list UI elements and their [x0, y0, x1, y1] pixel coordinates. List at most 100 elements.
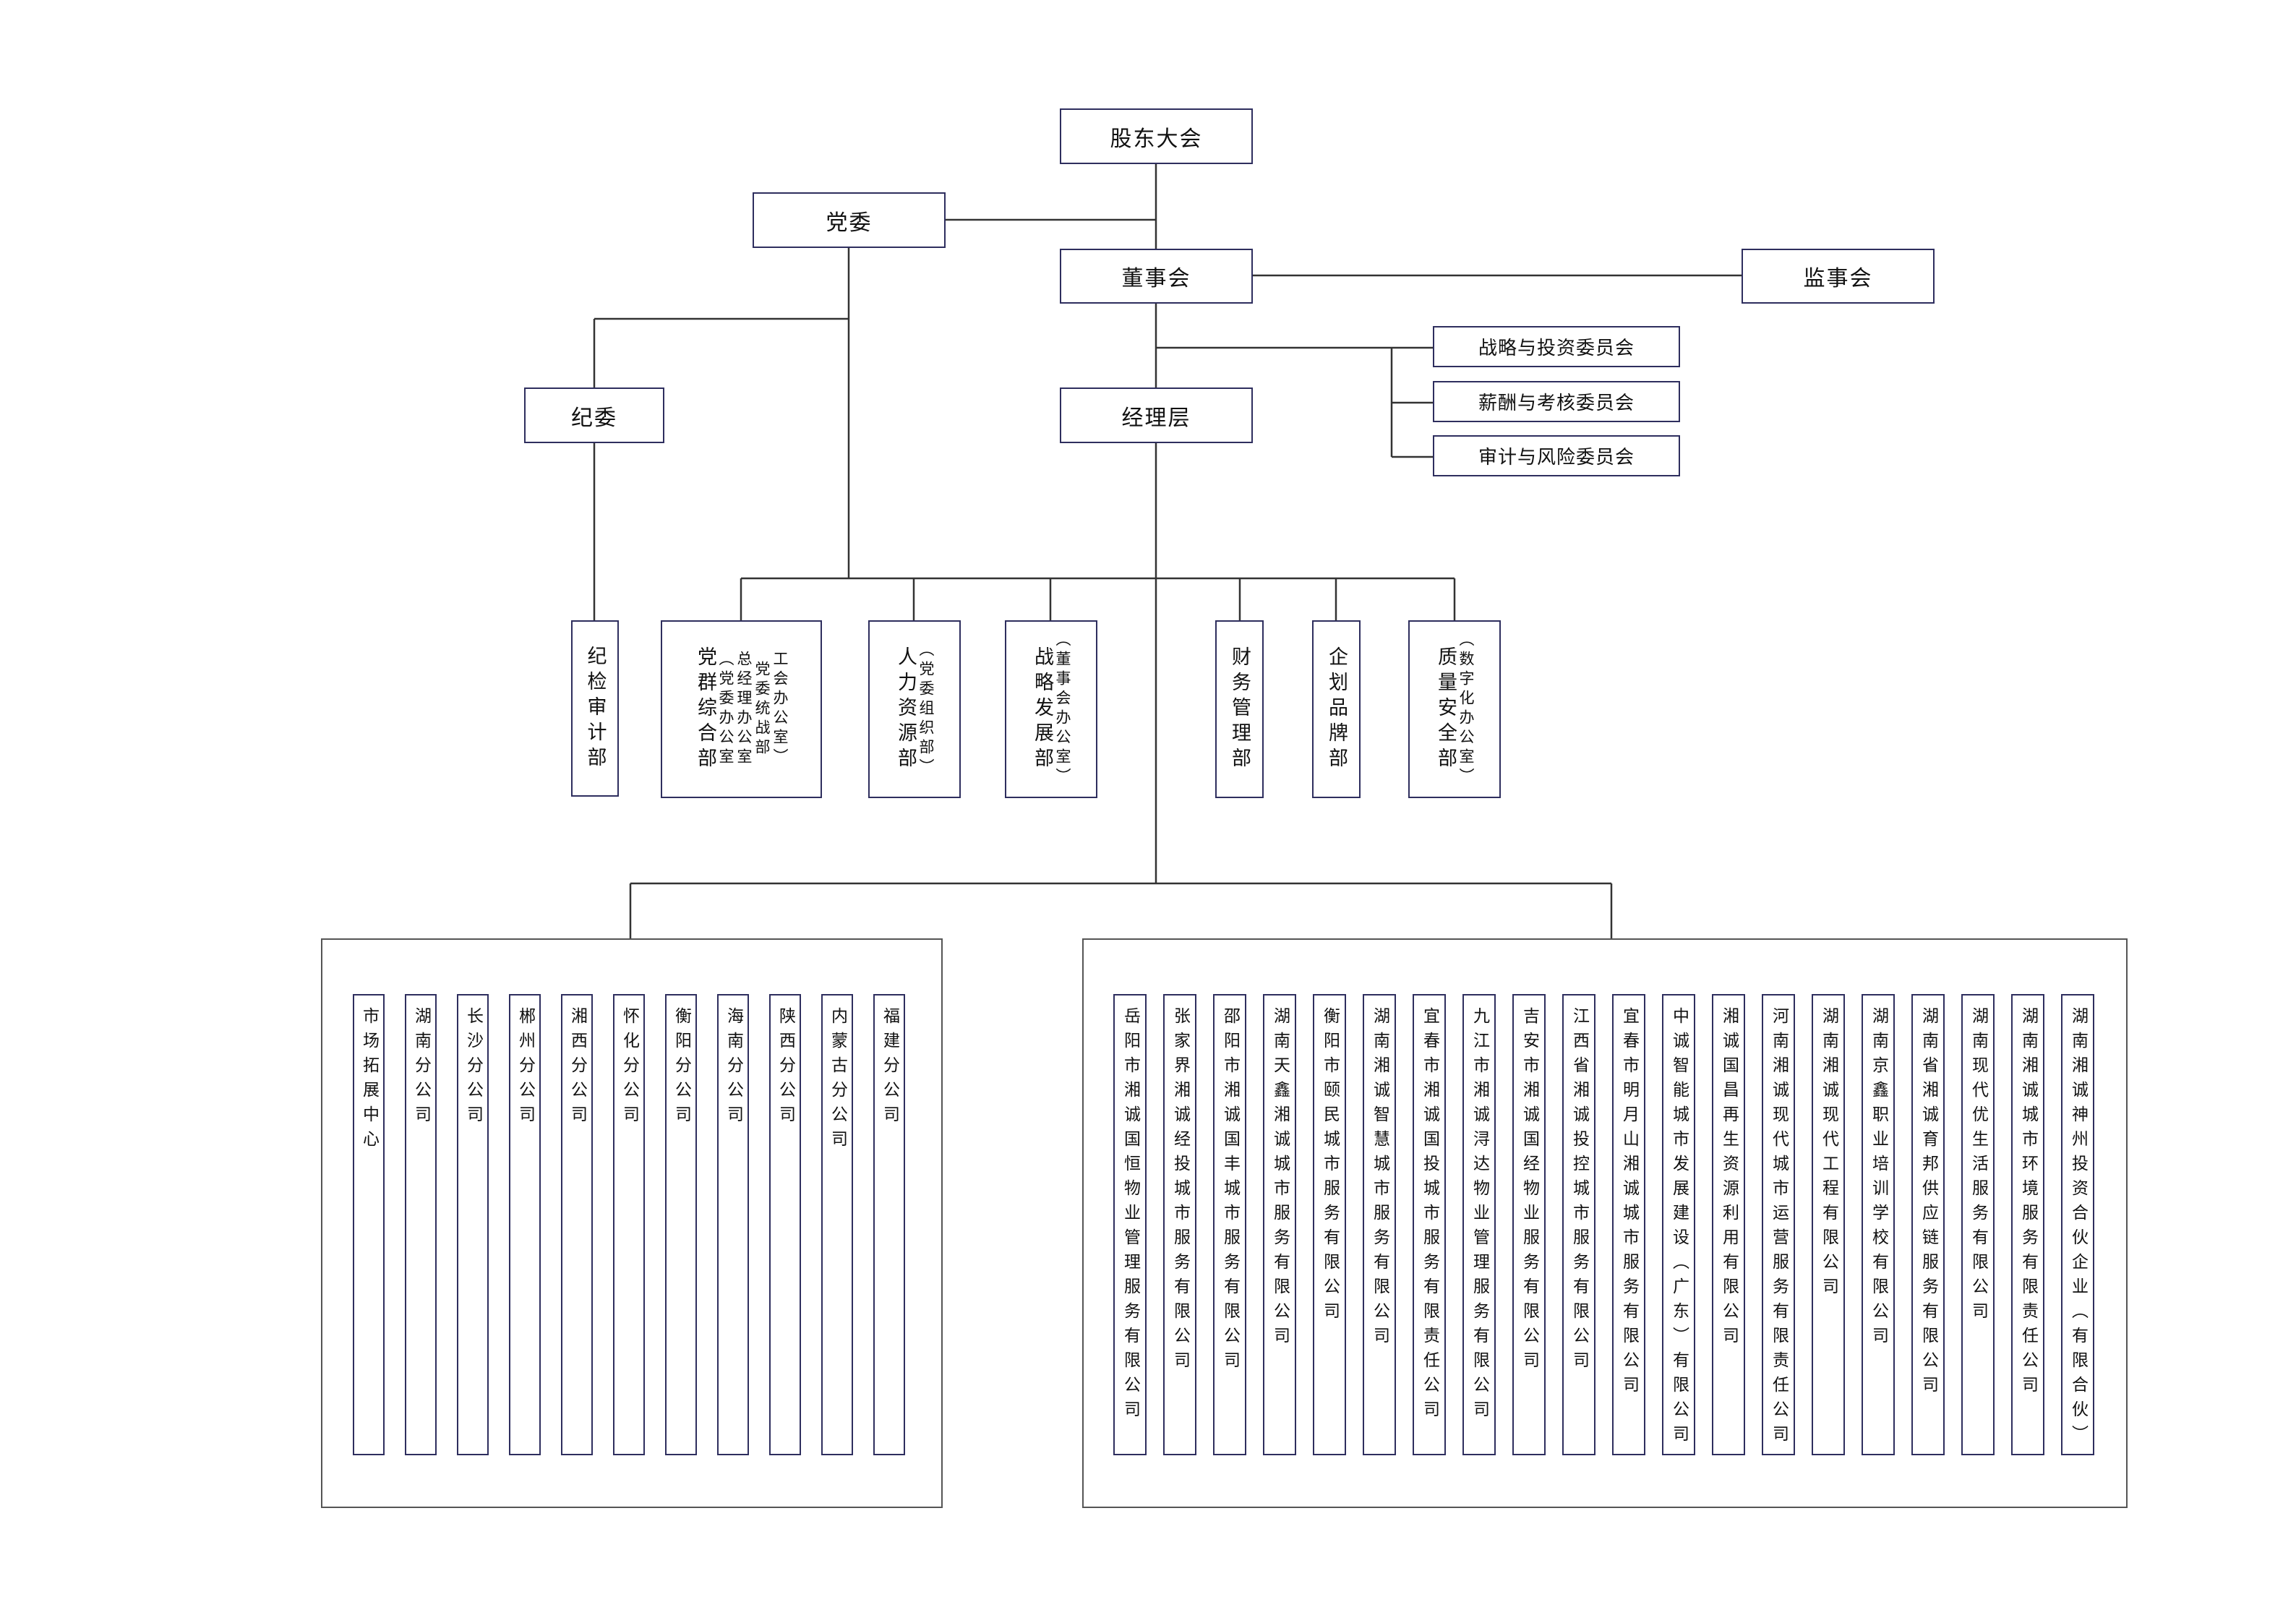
dept-main-label: 战略发展部 — [1031, 646, 1053, 773]
branch-label: 衡阳分公司 — [672, 1007, 691, 1130]
subsidiary-label: 张家界湘诚经投城市服务有限公司 — [1170, 1007, 1190, 1376]
branch-box: 长沙分公司 — [457, 994, 489, 1455]
dept-strategy-box: （董事会办公室） 战略发展部 — [1005, 620, 1097, 798]
branch-box: 海南分公司 — [717, 994, 749, 1455]
branch-box: 郴州分公司 — [509, 994, 541, 1455]
dept-hr-box: （党委组织部） 人力资源部 — [868, 620, 961, 798]
branch-box: 怀化分公司 — [613, 994, 645, 1455]
dept-sub-label: 党委统战部 — [753, 660, 771, 758]
dept-sub-label: （董事会办公室） — [1054, 631, 1071, 787]
party-committee-box: 党委 — [753, 192, 946, 248]
subsidiary-box: 湖南湘诚现代工程有限公司 — [1812, 994, 1845, 1455]
branch-label: 内蒙古分公司 — [828, 1007, 847, 1155]
dept-sub-label: 总经理办公室 — [735, 651, 753, 768]
subsidiary-label: 湖南京鑫职业培训学校有限公司 — [1869, 1007, 1888, 1351]
dept-sub-label: 工会办公室） — [771, 651, 789, 768]
discipline-label: 纪委 — [571, 405, 617, 431]
dept-sub-label: （数字化办公室） — [1457, 631, 1475, 787]
branch-box: 陕西分公司 — [769, 994, 801, 1455]
discipline-box: 纪委 — [524, 387, 664, 443]
management-label: 经理层 — [1121, 405, 1191, 431]
subsidiary-box: 宜春市明月山湘诚城市服务有限公司 — [1612, 994, 1645, 1455]
subsidiary-box: 衡阳市颐民城市服务有限公司 — [1313, 994, 1346, 1455]
dept-finance-box: 财务管理部 — [1215, 620, 1264, 798]
branch-label: 海南分公司 — [724, 1007, 743, 1130]
branch-box: 衡阳分公司 — [665, 994, 697, 1455]
subsidiary-label: 湘诚国昌再生资源利用有限公司 — [1719, 1007, 1739, 1351]
dept-sub-label: （党委组织部） — [917, 641, 935, 778]
subsidiary-label: 湖南湘诚神州投资合伙企业（有限合伙） — [2068, 1007, 2088, 1449]
dept-main-label: 企划品牌部 — [1325, 646, 1348, 773]
subsidiary-box: 湘诚国昌再生资源利用有限公司 — [1712, 994, 1745, 1455]
subsidiary-label: 湖南湘诚智慧城市服务有限公司 — [1370, 1007, 1389, 1351]
subsidiary-box: 湖南天鑫湘诚城市服务有限公司 — [1263, 994, 1296, 1455]
committee-label: 薪酬与考核委员会 — [1478, 393, 1635, 414]
committee-label: 战略与投资委员会 — [1478, 338, 1635, 359]
subsidiary-label: 湖南湘诚城市环境服务有限责任公司 — [2018, 1007, 2038, 1400]
subsidiary-label: 中诚智能城市发展建设（广东）有限公司 — [1669, 1007, 1689, 1449]
branches-container — [321, 938, 943, 1508]
subsidiary-box: 江西省湘诚投控城市服务有限公司 — [1562, 994, 1595, 1455]
committee-strategy-box: 战略与投资委员会 — [1433, 326, 1680, 367]
dept-main-label: 财务管理部 — [1228, 646, 1251, 773]
subsidiary-box: 湖南湘诚智慧城市服务有限公司 — [1363, 994, 1396, 1455]
branch-label: 市场拓展中心 — [359, 1007, 379, 1155]
subsidiary-box: 中诚智能城市发展建设（广东）有限公司 — [1662, 994, 1695, 1455]
branch-box: 内蒙古分公司 — [821, 994, 853, 1455]
branch-box: 湖南分公司 — [405, 994, 437, 1455]
management-box: 经理层 — [1060, 387, 1253, 443]
branch-label: 湘西分公司 — [567, 1007, 587, 1130]
subsidiary-box: 湖南湘诚城市环境服务有限责任公司 — [2011, 994, 2044, 1455]
branch-label: 湖南分公司 — [411, 1007, 431, 1130]
subsidiary-label: 湖南湘诚现代工程有限公司 — [1819, 1007, 1838, 1302]
dept-party-general-box: 工会办公室） 党委统战部 总经理办公室 （党委办公室 党群综合部 — [661, 620, 822, 798]
dept-audit-box: 纪检审计部 — [571, 620, 619, 797]
subsidiary-box: 湖南现代优生活服务有限公司 — [1961, 994, 1995, 1455]
board-label: 董事会 — [1121, 266, 1191, 291]
dept-main-label: 人力资源部 — [894, 646, 917, 773]
shareholders-label: 股东大会 — [1110, 126, 1203, 152]
subsidiaries-container — [1082, 938, 2128, 1508]
subsidiary-label: 邵阳市湘诚国丰城市服务有限公司 — [1220, 1007, 1240, 1376]
subsidiary-label: 宜春市明月山湘诚城市服务有限公司 — [1619, 1007, 1639, 1400]
subsidiary-box: 湖南京鑫职业培训学校有限公司 — [1862, 994, 1895, 1455]
subsidiary-box: 宜春市湘诚国投城市服务有限责任公司 — [1413, 994, 1446, 1455]
dept-main-label: 质量安全部 — [1434, 646, 1457, 773]
branch-box: 湘西分公司 — [561, 994, 593, 1455]
subsidiary-label: 湖南省湘诚育邦供应链服务有限公司 — [1919, 1007, 1938, 1400]
committee-label: 审计与风险委员会 — [1478, 447, 1635, 468]
subsidiary-box: 张家界湘诚经投城市服务有限公司 — [1163, 994, 1196, 1455]
subsidiary-label: 江西省湘诚投控城市服务有限公司 — [1569, 1007, 1589, 1376]
branch-label: 陕西分公司 — [776, 1007, 795, 1130]
shareholders-box: 股东大会 — [1060, 108, 1253, 164]
subsidiary-box: 岳阳市湘诚国恒物业管理服务有限公司 — [1113, 994, 1147, 1455]
subsidiary-label: 宜春市湘诚国投城市服务有限责任公司 — [1420, 1007, 1439, 1425]
subsidiary-label: 湖南天鑫湘诚城市服务有限公司 — [1270, 1007, 1290, 1351]
dept-brand-box: 企划品牌部 — [1312, 620, 1361, 798]
dept-quality-box: （数字化办公室） 质量安全部 — [1408, 620, 1501, 798]
subsidiary-box: 湖南省湘诚育邦供应链服务有限公司 — [1911, 994, 1945, 1455]
committee-compensation-box: 薪酬与考核委员会 — [1433, 381, 1680, 422]
supervisors-label: 监事会 — [1803, 266, 1873, 291]
subsidiary-box: 湖南湘诚神州投资合伙企业（有限合伙） — [2061, 994, 2094, 1455]
branch-label: 福建分公司 — [880, 1007, 899, 1130]
committee-audit-box: 审计与风险委员会 — [1433, 435, 1680, 476]
branch-label: 长沙分公司 — [463, 1007, 483, 1130]
subsidiary-label: 吉安市湘诚国经物业服务有限公司 — [1520, 1007, 1539, 1376]
subsidiary-label: 湖南现代优生活服务有限公司 — [1969, 1007, 1988, 1327]
subsidiary-box: 河南湘诚现代城市运营服务有限责任公司 — [1762, 994, 1795, 1455]
branch-box: 市场拓展中心 — [353, 994, 385, 1455]
branch-box: 福建分公司 — [873, 994, 905, 1455]
subsidiary-box: 九江市湘诚浔达物业管理服务有限公司 — [1462, 994, 1496, 1455]
dept-sub-label: （党委办公室 — [717, 651, 734, 768]
party-committee-label: 党委 — [826, 210, 873, 236]
branch-label: 怀化分公司 — [620, 1007, 639, 1130]
subsidiary-label: 河南湘诚现代城市运营服务有限责任公司 — [1769, 1007, 1789, 1449]
board-box: 董事会 — [1060, 249, 1253, 304]
subsidiary-box: 邵阳市湘诚国丰城市服务有限公司 — [1213, 994, 1246, 1455]
subsidiary-label: 衡阳市颐民城市服务有限公司 — [1320, 1007, 1340, 1327]
branch-label: 郴州分公司 — [515, 1007, 535, 1130]
supervisors-box: 监事会 — [1742, 249, 1935, 304]
dept-main-label: 纪检审计部 — [583, 645, 607, 772]
